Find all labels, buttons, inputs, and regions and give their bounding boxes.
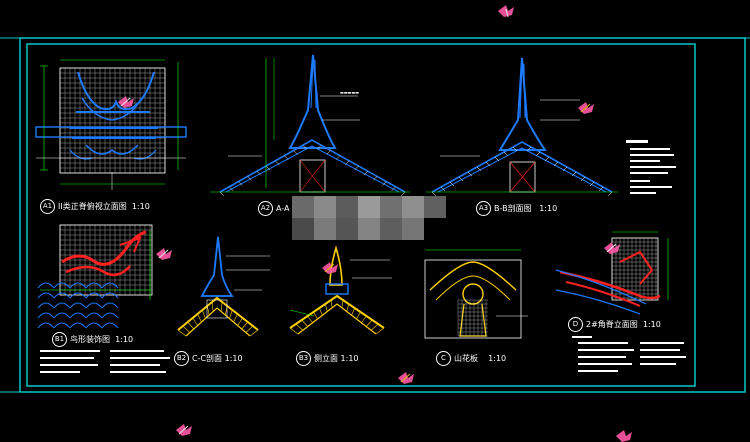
label-a3-number: A3 [476,201,491,216]
sheet-outer-frame [19,37,746,393]
view-c-gable-board [424,249,528,339]
redaction-mosaic [292,196,446,240]
label-b1-scale: 1:10 [115,335,134,344]
general-notes [626,140,676,194]
label-a1-number: A1 [40,199,55,214]
label-a1-title: II类正脊俯视立面图 [58,202,127,211]
label-b2-scale: 1:10 [224,354,243,363]
label-b3-number: B3 [296,351,311,366]
label-a2-number: A2 [258,201,273,216]
label-b3-title: 侧立面 [314,354,338,363]
label-b2-title: C-C剖面 [192,354,223,363]
view-b2-cc-section [177,236,270,337]
view-b3-side-elevation [289,245,392,335]
label-a3-scale: 1:10 [539,204,558,213]
svg-text:▬▬▬▬▬: ▬▬▬▬▬ [340,90,359,95]
label-b1-title: 鸟形装饰图 [70,335,110,344]
label-b1-number: B1 [52,332,67,347]
label-a2-title: A-A [276,204,290,213]
d-notes [572,336,686,372]
label-c-number: C [436,351,451,366]
label-d-title: 2#角脊立面图 [586,320,638,329]
view-b1-bird-ornament [37,224,153,329]
view-a1-ridge-elevation [35,59,187,190]
view-a3-section [426,57,618,197]
label-b2-number: B2 [174,351,189,366]
watermark-butterflies [118,5,632,442]
label-a1-scale: 1:10 [131,202,150,211]
view-a2-section: ▬▬▬▬▬ [210,54,410,197]
label-a3-title: B-B剖面图 [494,204,532,213]
label-c-scale: 1:10 [488,354,507,363]
label-b3-scale: 1:10 [340,354,359,363]
label-c-title: 山花板 [454,354,478,363]
label-d-scale: 1:10 [642,320,661,329]
b1-notes [40,350,170,373]
label-d-number: D [568,317,583,332]
view-d-hip-ridge [555,231,669,315]
